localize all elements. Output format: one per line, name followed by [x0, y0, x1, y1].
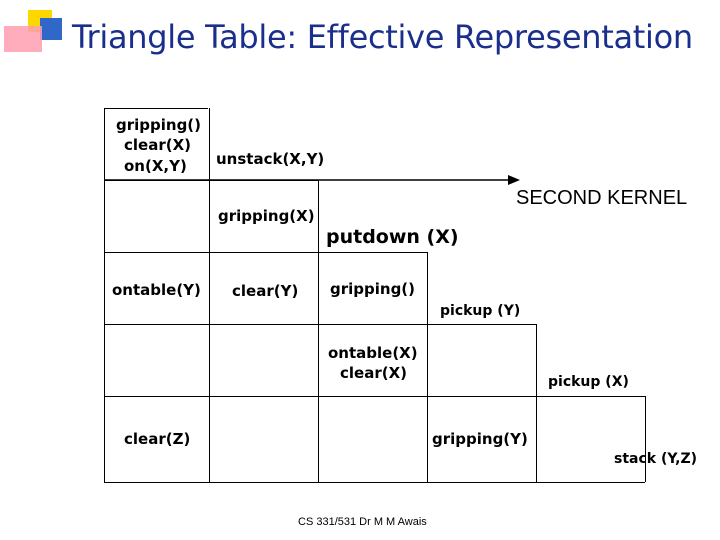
cell-r5c1: clear(Z)	[124, 430, 191, 448]
cell-r1c1-line2: clear(X)	[124, 136, 192, 154]
grid-line	[318, 180, 319, 482]
cell-r1c1-line3: on(X,Y)	[124, 157, 187, 175]
grid-line	[645, 396, 646, 482]
operator-unstack: unstack(X,Y)	[216, 150, 325, 168]
cell-r5c4: gripping(Y)	[432, 430, 528, 448]
grid-line	[427, 252, 428, 482]
grid-line	[104, 396, 645, 397]
page-title: Triangle Table: Effective Representation	[72, 18, 693, 56]
cell-r4c3-line1: ontable(X)	[328, 344, 418, 362]
operator-putdown: putdown (X)	[326, 226, 459, 248]
footer-text: CS 331/531 Dr M M Awais	[298, 516, 427, 528]
kernel-label: SECOND KERNEL	[516, 187, 688, 209]
operator-stack: stack (Y,Z)	[614, 451, 698, 467]
cell-r2c2: gripping(X)	[218, 207, 315, 225]
grid-line	[104, 482, 645, 483]
grid-line	[104, 324, 536, 325]
grid-line	[104, 108, 105, 482]
grid-line	[209, 108, 210, 482]
kernel-arrow	[104, 175, 520, 185]
title-decoration-blue	[40, 18, 62, 40]
grid-line	[536, 324, 537, 482]
operator-pickup-y: pickup (Y)	[440, 303, 521, 319]
cell-r3c3: gripping()	[330, 280, 416, 298]
cell-r1c1-line1: gripping()	[116, 116, 202, 134]
cell-r3c2: clear(Y)	[232, 282, 299, 300]
grid-line	[104, 108, 208, 109]
title-decoration-pink	[4, 26, 42, 52]
operator-pickup-x: pickup (X)	[548, 374, 629, 390]
cell-r3c1: ontable(Y)	[112, 281, 201, 299]
grid-line	[104, 252, 427, 253]
cell-r4c3-line2: clear(X)	[340, 364, 408, 382]
